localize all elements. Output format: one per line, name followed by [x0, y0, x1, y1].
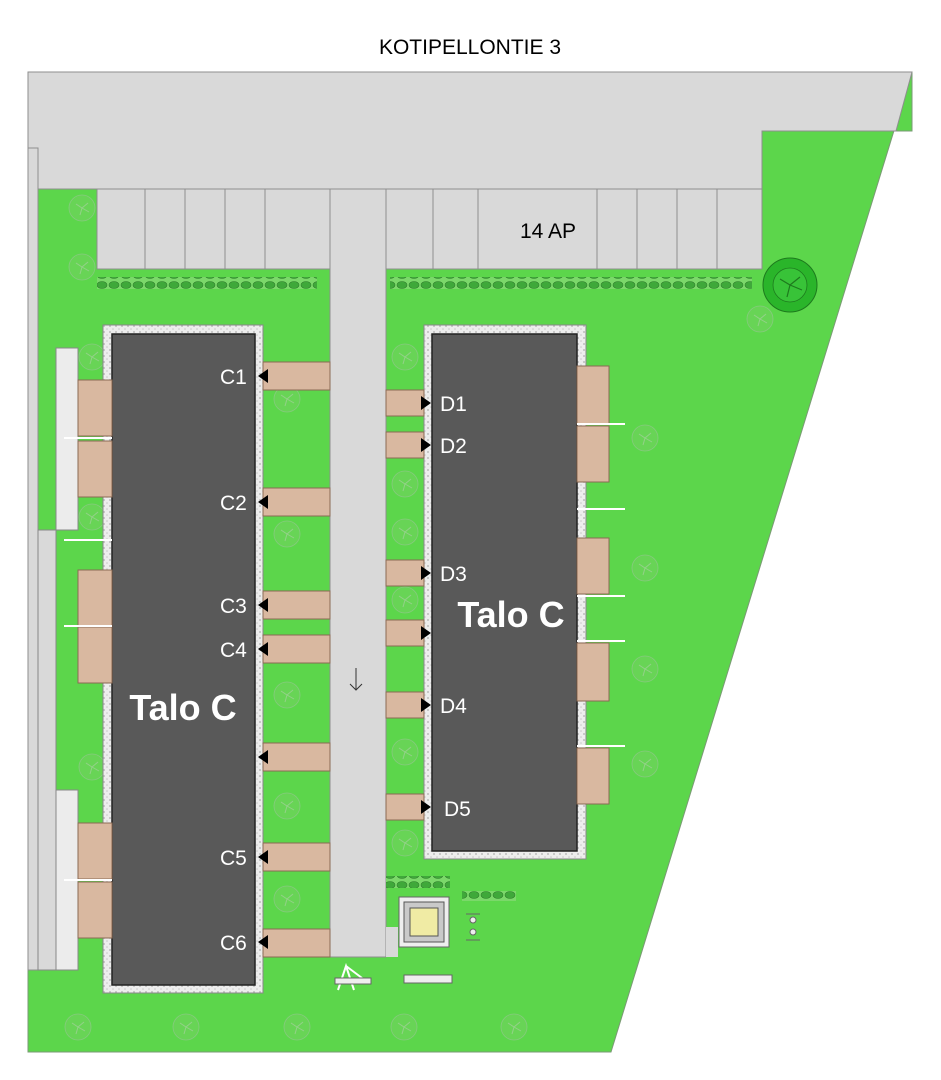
unit-label-d4: D4 [440, 695, 467, 718]
hedge-right [390, 277, 752, 289]
unit-label-c4: C4 [220, 639, 247, 662]
building-c-name: Talo C [129, 687, 236, 728]
hedge-left [97, 277, 317, 289]
steps-c [262, 361, 331, 958]
parking-right [385, 188, 763, 270]
building-c [111, 333, 256, 986]
unit-label-d3: D3 [440, 563, 467, 586]
drive-end [330, 927, 398, 957]
bin-shelter [398, 896, 450, 948]
tree-icon [762, 257, 818, 313]
parking-label: 14 AP [520, 220, 576, 243]
unit-label-c5: C5 [220, 847, 247, 870]
drive-lane [329, 188, 387, 958]
terraces-d [576, 365, 610, 805]
marker-icon [466, 913, 480, 941]
parking-left [96, 188, 331, 270]
entrance-markers-d [421, 396, 431, 814]
unit-label-c2: C2 [220, 492, 247, 515]
unit-label-c6: C6 [220, 932, 247, 955]
entrance-markers-c [258, 369, 268, 949]
unit-label-d1: D1 [440, 393, 467, 416]
steps-d [385, 389, 425, 821]
swing-icon [334, 962, 372, 991]
unit-label-d2: D2 [440, 435, 467, 458]
plan-title: KOTIPELLONTIE 3 [379, 36, 561, 59]
hedge-bottom [386, 876, 450, 888]
building-d [431, 333, 578, 852]
terraces-c [77, 379, 113, 939]
unit-label-c1: C1 [220, 366, 247, 389]
building-d-name: Talo C [457, 594, 564, 635]
unit-label-d5: D5 [444, 798, 471, 821]
unit-label-c3: C3 [220, 595, 247, 618]
bench-icon [403, 974, 453, 984]
